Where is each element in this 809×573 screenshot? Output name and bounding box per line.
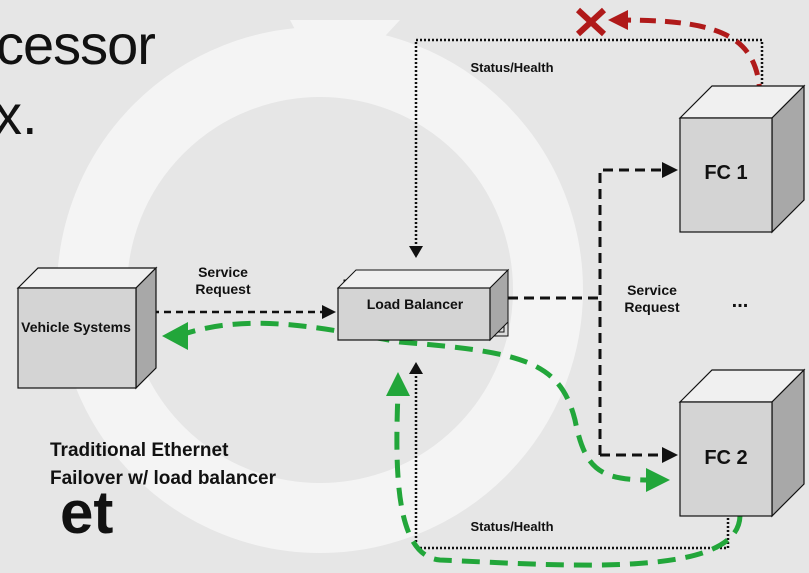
status-health-bottom-path bbox=[409, 362, 730, 550]
failover-path-to-vehicle bbox=[162, 320, 670, 492]
fc2-label: FC 2 bbox=[704, 447, 748, 469]
failed-status-path bbox=[608, 10, 763, 101]
caption-line1: Traditional Ethernet bbox=[50, 440, 229, 461]
diagram-caption: Traditional Ethernet Failover w/ load ba… bbox=[50, 437, 276, 493]
status-health-top-label: Status/Health bbox=[470, 60, 554, 75]
x-mark-icon bbox=[575, 7, 607, 37]
background-text-line2: x. bbox=[0, 83, 38, 146]
status-health-top-path bbox=[409, 38, 764, 258]
service-request-arrow-left bbox=[152, 305, 336, 319]
fc2-cube bbox=[678, 368, 806, 518]
service-request-left-label: Service Request bbox=[195, 264, 251, 297]
ellipsis-label: ... bbox=[731, 290, 749, 312]
fc1-label: FC 1 bbox=[704, 162, 748, 184]
caption-line2: Failover w/ load balancer bbox=[50, 468, 276, 489]
background-text-line1: cessor bbox=[0, 13, 156, 76]
vehicle-systems-label: Vehicle Systems bbox=[21, 319, 131, 335]
service-request-arrows-right bbox=[508, 162, 678, 463]
fc1-cube bbox=[678, 84, 806, 234]
load-balancer-label: Load Balancer bbox=[366, 296, 464, 312]
background-text-line3: et bbox=[60, 479, 114, 546]
status-health-bottom-label: Status/Health bbox=[470, 519, 554, 534]
service-request-right-label: Service Request bbox=[624, 282, 680, 315]
vehicle-systems-cube bbox=[16, 266, 158, 390]
load-balancer-stack bbox=[336, 268, 510, 342]
failover-path-from-fc2 bbox=[386, 372, 743, 568]
